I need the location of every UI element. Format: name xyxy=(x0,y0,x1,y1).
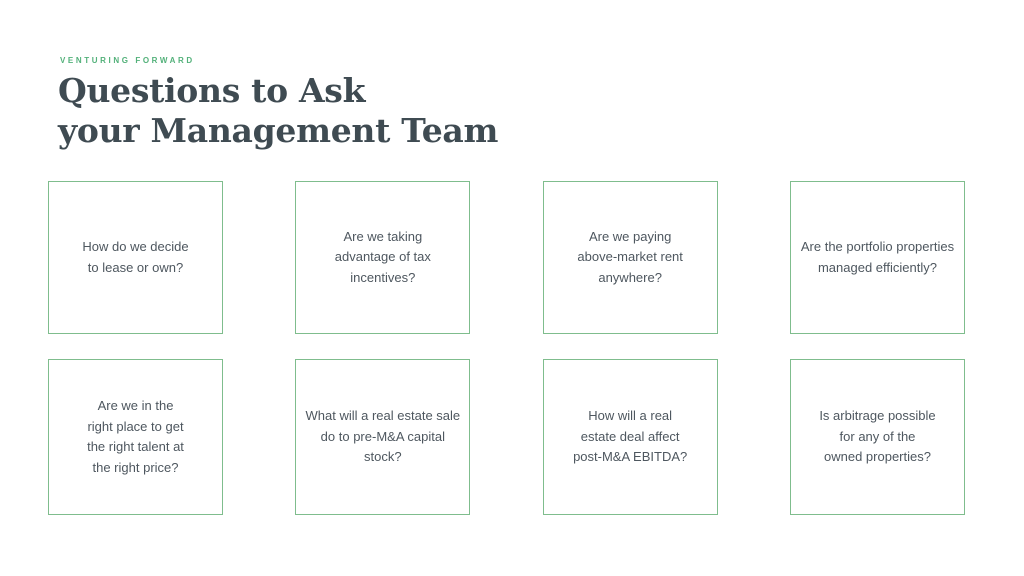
question-card-right-talent: Are we in the right place to get the rig… xyxy=(48,359,223,515)
question-text: How do we decide to lease or own? xyxy=(82,239,189,275)
question-card-pre-ma-capital: What will a real estate sale do to pre-M… xyxy=(295,359,471,515)
question-text: Are the portfolio properties managed eff… xyxy=(800,239,955,275)
question-text: How will a real estate deal affect post-… xyxy=(573,408,688,465)
eyebrow-label: VENTURING FORWARD xyxy=(60,56,195,65)
question-card-managed-efficiently: Are the portfolio properties managed eff… xyxy=(789,181,965,334)
card-row-top: How do we decide to lease or own? Are we… xyxy=(48,181,965,334)
question-text: What will a real estate sale do to pre-M… xyxy=(305,408,461,465)
question-card-tax-incentives: Are we taking advantage of tax incentive… xyxy=(295,181,471,334)
question-card-arbitrage: Is arbitrage possible for any of the own… xyxy=(789,359,965,515)
question-text: Are we paying above-market rent anywhere… xyxy=(577,228,683,285)
card-row-bottom: Are we in the right place to get the rig… xyxy=(48,359,965,515)
question-card-above-market-rent: Are we paying above-market rent anywhere… xyxy=(542,181,718,334)
question-text: Are we taking advantage of tax incentive… xyxy=(334,228,431,285)
question-text: Are we in the right place to get the rig… xyxy=(87,398,184,475)
question-card-grid: How do we decide to lease or own? Are we… xyxy=(48,181,965,515)
question-text: Is arbitrage possible for any of the own… xyxy=(819,408,936,465)
question-card-lease-or-own: How do we decide to lease or own? xyxy=(48,181,223,334)
page-title: Questions to Ask your Management Team xyxy=(58,71,499,150)
question-card-post-ma-ebitda: How will a real estate deal affect post-… xyxy=(542,359,718,515)
